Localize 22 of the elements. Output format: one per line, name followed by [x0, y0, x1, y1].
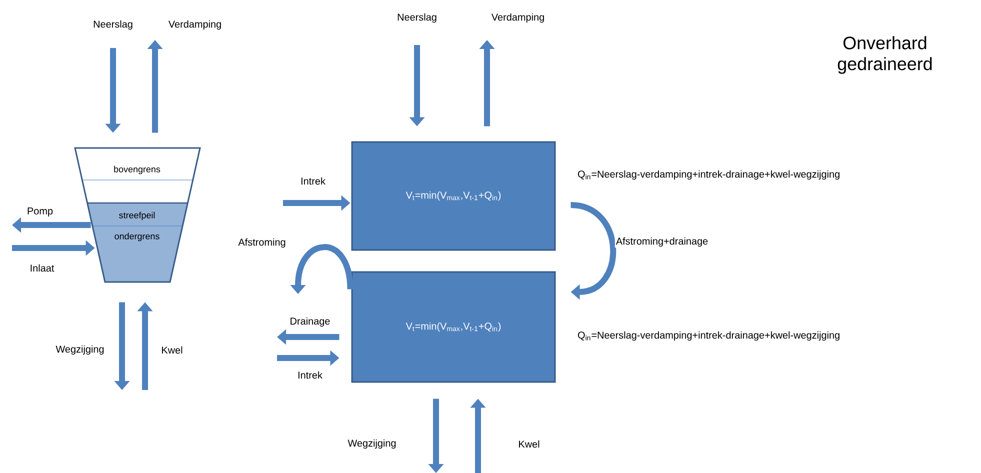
edge-label: Drainage — [288, 316, 332, 328]
edge-label: Kwel — [517, 439, 541, 449]
edge-label: Verdamping — [490, 12, 546, 24]
edge-label: Afstroming+drainage — [614, 236, 710, 248]
edge-label: Verdamping — [167, 19, 223, 31]
edge-label: Intrek — [300, 176, 326, 186]
process-box: V$_{t}$=min(V$_{max}$,V$_{t-1}$+Q$_{in}$) — [351, 141, 556, 251]
process-box: V$_{t}$=min(V$_{max}$,V$_{t-1}$+Q$_{in}$) — [351, 271, 556, 383]
formula-text: Q$_{in}$=Neerslag-verdamping+intrek-drainage+kwel-wegzijging — [578, 170, 840, 180]
formula-text: Q$_{in}$=Neerslag-verdamping+intrek-drainage+kwel-wegzijging — [578, 331, 840, 341]
title: Onverhard gedraineerd — [838, 36, 932, 74]
edge-label: Kwel — [160, 345, 184, 355]
edge-label: Neerslag — [396, 12, 438, 24]
edge-label: Afstroming — [237, 237, 287, 249]
reservoir: bovengrens streefpeil ondergrens — [74, 147, 201, 283]
edge-label: Wegzijging — [54, 344, 106, 356]
edge-label: Neerslag — [92, 19, 134, 31]
edge-label: Intrek — [296, 370, 324, 380]
edge-label: Wegzijging — [346, 438, 398, 450]
edge-label: Pomp — [26, 206, 54, 218]
edge-label: Inlaat — [28, 263, 56, 273]
block-arrow — [570, 202, 616, 300]
